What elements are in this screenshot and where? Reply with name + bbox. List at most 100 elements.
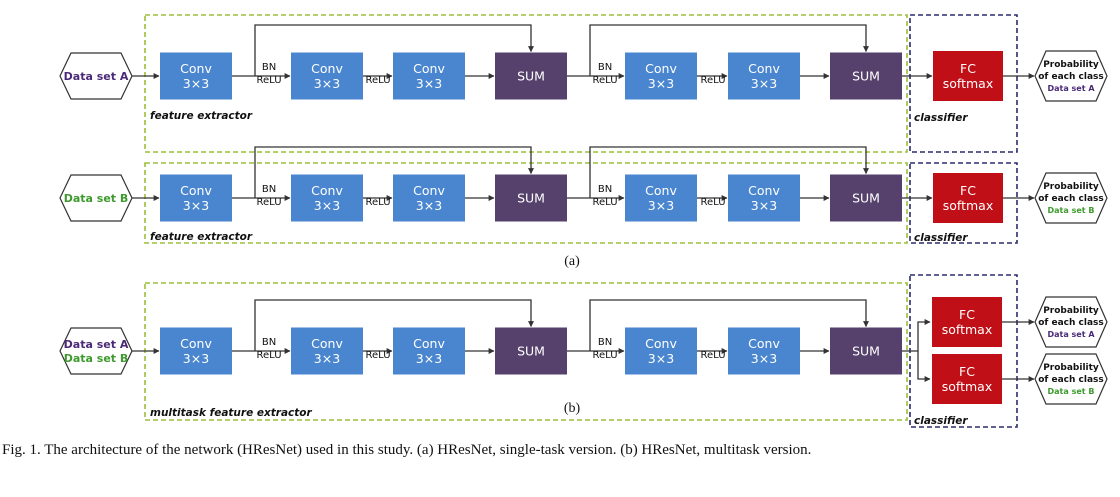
classifier-label-b: classifier bbox=[914, 415, 968, 427]
branch-to-fc-b-b bbox=[917, 351, 931, 382]
skip-connection-1-a1 bbox=[254, 24, 534, 76]
sum-block-2-a2 bbox=[830, 174, 902, 222]
conv-block-3-a2 bbox=[393, 174, 465, 222]
output-prob-line1-a1: Probability bbox=[1043, 60, 1099, 70]
classifier-label-a1: classifier bbox=[914, 112, 968, 124]
conv-block-4-b bbox=[625, 327, 697, 375]
output-prob-line2-a1: of each class bbox=[1038, 72, 1104, 82]
sum-block-1-b bbox=[495, 327, 567, 375]
conv-block-4-a2-label-2: 3×3 bbox=[648, 198, 674, 213]
bn-label-1-a1: BN bbox=[262, 62, 276, 73]
conv-block-1-b-label-1: Conv bbox=[180, 336, 212, 351]
fc-softmax-block-a1 bbox=[933, 51, 1003, 101]
conv-block-3-a2-label-2: 3×3 bbox=[416, 198, 442, 213]
conv-block-5-b-label-1: Conv bbox=[748, 336, 780, 351]
bn-label-2-a1: BN bbox=[598, 62, 612, 73]
conv-block-5-b-label-2: 3×3 bbox=[751, 351, 777, 366]
conv-block-4-a2 bbox=[625, 174, 697, 222]
conv-block-2-b-label-2: 3×3 bbox=[314, 351, 340, 366]
conv-block-4-a1 bbox=[625, 52, 697, 100]
feature-extractor-region-a2 bbox=[144, 162, 908, 244]
fc-softmax-block-b-b-label-1: FC bbox=[959, 364, 975, 379]
conv-block-5-a2-label-2: 3×3 bbox=[751, 198, 777, 213]
bn-label-1-b: BN bbox=[262, 337, 276, 348]
conv-block-5-a2 bbox=[728, 174, 800, 222]
feature-extractor-region-a1 bbox=[144, 14, 908, 153]
relu-label-2-b: ReLU bbox=[365, 350, 390, 361]
conv-block-5-a1-label-2: 3×3 bbox=[751, 76, 777, 91]
conv-block-2-a2-label-1: Conv bbox=[311, 183, 343, 198]
fc-softmax-block-b-b-label-2: softmax bbox=[942, 379, 992, 394]
input-label-a-b: Data set A bbox=[64, 338, 129, 351]
skip-connection-2-b bbox=[589, 299, 869, 351]
conv-block-5-b bbox=[728, 327, 800, 375]
input-label-b-b: Data set B bbox=[64, 352, 129, 365]
relu-label-2-a1: ReLU bbox=[365, 75, 390, 86]
fc-softmax-block-a1-label-1: FC bbox=[960, 61, 976, 76]
output-hexagon-a2 bbox=[1034, 172, 1108, 224]
bn-label-2-a2: BN bbox=[598, 184, 612, 195]
classifier-region-a1 bbox=[909, 14, 1018, 153]
conv-block-2-a1-label-2: 3×3 bbox=[314, 76, 340, 91]
conv-block-3-b-label-1: Conv bbox=[413, 336, 445, 351]
conv-block-4-a1-label-2: 3×3 bbox=[648, 76, 674, 91]
subcaption-b: (b) bbox=[564, 401, 581, 416]
conv-block-5-a2-label-1: Conv bbox=[748, 183, 780, 198]
input-label-a2: Data set B bbox=[64, 192, 129, 205]
fc-softmax-block-b-a-label-2: softmax bbox=[942, 322, 992, 337]
conv-block-3-a1-label-2: 3×3 bbox=[416, 76, 442, 91]
conv-block-1-a2-label-2: 3×3 bbox=[183, 198, 209, 213]
output-dataset-a1: Data set A bbox=[1047, 84, 1095, 93]
output-prob-line2-b-b: of each class bbox=[1038, 375, 1104, 385]
fc-softmax-block-a2 bbox=[933, 173, 1003, 223]
conv-block-1-b bbox=[160, 327, 232, 375]
conv-block-5-a1-label-1: Conv bbox=[748, 61, 780, 76]
output-prob-line2-a2: of each class bbox=[1038, 194, 1104, 204]
conv-block-2-a1-label-1: Conv bbox=[311, 61, 343, 76]
output-hexagon-b-b bbox=[1034, 353, 1108, 405]
fc-softmax-block-a2-label-1: FC bbox=[960, 183, 976, 198]
conv-block-3-a1-label-1: Conv bbox=[413, 61, 445, 76]
sum-block-1-a1 bbox=[495, 52, 567, 100]
relu-label-1-a2: ReLU bbox=[256, 197, 281, 208]
sum-block-2-a2-label: SUM bbox=[852, 191, 880, 206]
relu-label-3-a2: ReLU bbox=[592, 197, 617, 208]
conv-block-1-a2-label-1: Conv bbox=[180, 183, 212, 198]
fc-softmax-block-b-a bbox=[932, 297, 1002, 347]
skip-connection-1-b bbox=[254, 299, 534, 351]
conv-block-2-b bbox=[291, 327, 363, 375]
feature-extractor-label-a2: feature extractor bbox=[150, 231, 253, 243]
output-hexagon-b-a bbox=[1034, 296, 1108, 348]
sum-block-1-b-label: SUM bbox=[517, 344, 545, 359]
input-label-a1: Data set A bbox=[64, 70, 129, 83]
sum-block-2-a1-label: SUM bbox=[852, 69, 880, 84]
sum-block-1-a2 bbox=[495, 174, 567, 222]
relu-label-1-b: ReLU bbox=[256, 350, 281, 361]
feature-extractor-label-a1: feature extractor bbox=[150, 110, 253, 122]
conv-block-3-a2-label-1: Conv bbox=[413, 183, 445, 198]
conv-block-1-b-label-2: 3×3 bbox=[183, 351, 209, 366]
conv-block-3-b-label-2: 3×3 bbox=[416, 351, 442, 366]
output-dataset-b-a: Data set A bbox=[1047, 330, 1095, 339]
feature-extractor-label-b: multitask feature extractor bbox=[150, 407, 312, 419]
sum-block-1-a2-label: SUM bbox=[517, 191, 545, 206]
fc-softmax-block-b-a-label-1: FC bbox=[959, 307, 975, 322]
conv-block-1-a1 bbox=[160, 52, 232, 100]
relu-label-4-a1: ReLU bbox=[700, 75, 725, 86]
output-prob-line1-b-a: Probability bbox=[1043, 306, 1099, 316]
conv-block-4-a1-label-1: Conv bbox=[645, 61, 677, 76]
conv-block-5-a1 bbox=[728, 52, 800, 100]
input-hexagon-b bbox=[59, 327, 133, 375]
output-prob-line1-b-b: Probability bbox=[1043, 363, 1099, 373]
input-hexagon-a1 bbox=[59, 52, 133, 100]
conv-block-4-b-label-2: 3×3 bbox=[648, 351, 674, 366]
skip-connection-1-a2 bbox=[254, 146, 534, 198]
output-prob-line2-b-a: of each class bbox=[1038, 318, 1104, 328]
output-hexagon-a1 bbox=[1034, 50, 1108, 102]
skip-connection-2-a1 bbox=[589, 24, 869, 76]
conv-block-1-a2 bbox=[160, 174, 232, 222]
conv-block-4-a2-label-1: Conv bbox=[645, 183, 677, 198]
sum-block-2-a1 bbox=[830, 52, 902, 100]
sum-block-2-b bbox=[830, 327, 902, 375]
